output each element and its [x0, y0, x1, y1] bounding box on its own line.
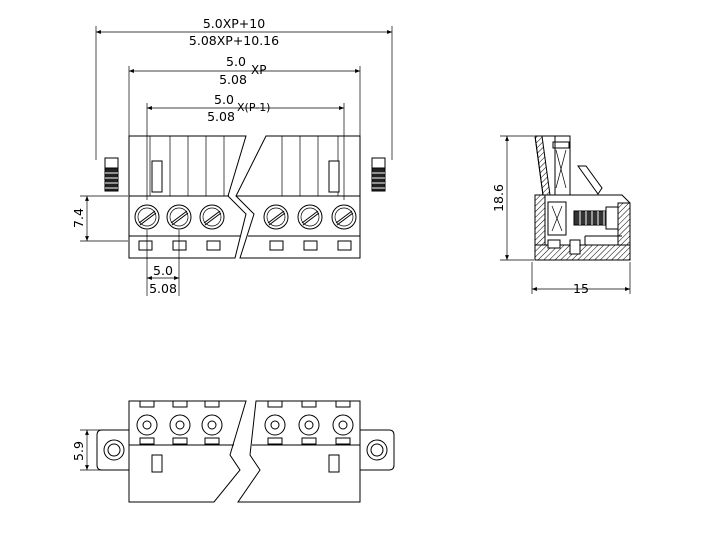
screw-stud-right — [371, 157, 386, 192]
screw-stud-left — [104, 157, 119, 192]
bottom-view — [96, 400, 395, 503]
latch-tab-right — [328, 160, 340, 193]
front-view — [104, 135, 386, 259]
flange-right — [360, 429, 395, 471]
dim-pitch-top: 5.0 — [153, 263, 173, 278]
dim-inner-span-suffix: X(P-1) — [237, 101, 270, 114]
dim-inner-span-bottom: 5.08 — [207, 109, 235, 124]
flange-left — [96, 429, 129, 471]
dim-pitch-span-suffix: XP — [251, 63, 266, 77]
side-view — [534, 135, 631, 261]
dim-front-height: 7.4 — [71, 208, 86, 228]
screw-head — [263, 204, 289, 230]
screw-head — [297, 204, 323, 230]
dim-inner-span-top: 5.0 — [214, 92, 234, 107]
dim-side-depth: 15 — [573, 281, 589, 296]
screw-head — [134, 204, 160, 230]
dim-pitch-span-top: 5.0 — [226, 54, 246, 69]
screw-head — [199, 204, 225, 230]
dim-side-height: 18.6 — [491, 184, 506, 212]
dim-pitch-span-bottom: 5.08 — [219, 72, 247, 87]
front-dimensions: 5.0XP+10 5.08XP+10.16 5.0 5.08 XP 5.0 5.… — [71, 16, 393, 296]
screw-heads — [134, 204, 357, 230]
dim-bottom-height: 5.9 — [71, 441, 86, 461]
front-ribs — [149, 136, 339, 196]
screw-head — [166, 204, 192, 230]
wire-entries — [138, 240, 352, 251]
wire-holes — [136, 414, 354, 436]
latch-tab-left — [151, 160, 163, 193]
dim-total-width-line1: 5.0XP+10 — [203, 16, 265, 31]
bottom-dimensions: 5.9 — [71, 429, 110, 471]
dim-total-width-line2: 5.08XP+10.16 — [189, 33, 279, 48]
dim-pitch-bottom: 5.08 — [149, 281, 177, 296]
side-dimensions: 18.6 15 — [491, 135, 631, 296]
screw-head — [331, 204, 357, 230]
